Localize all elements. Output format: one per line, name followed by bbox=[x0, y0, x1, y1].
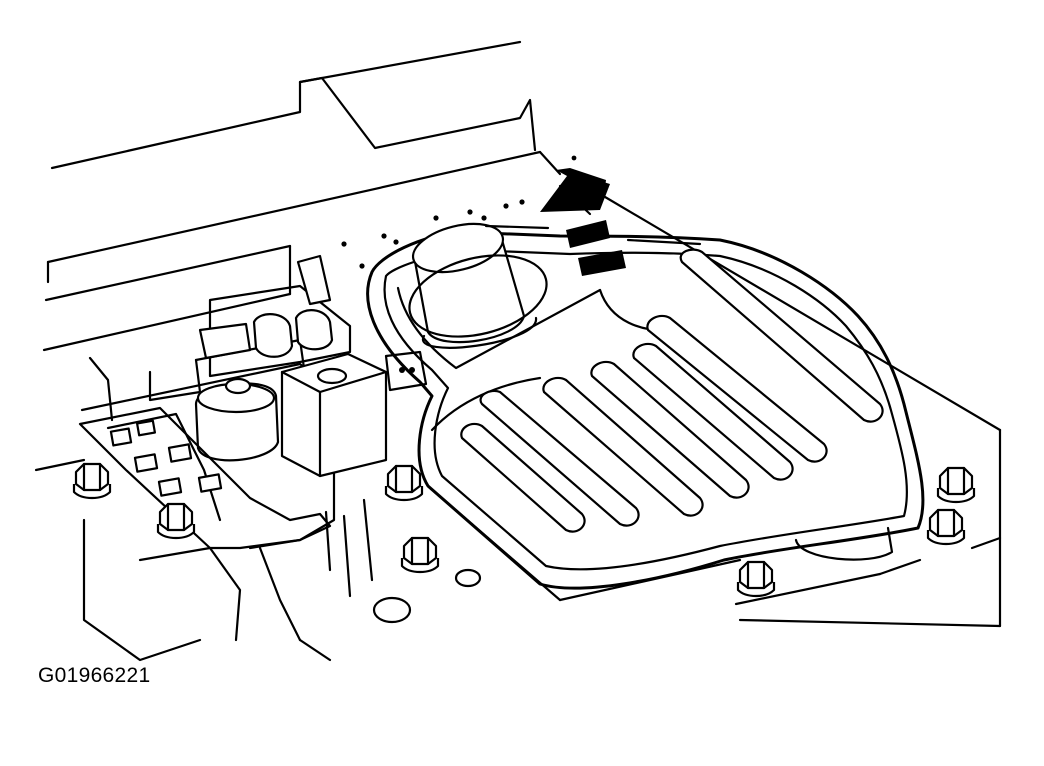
bolt-icon bbox=[936, 466, 976, 504]
bolt-icon bbox=[400, 536, 440, 574]
bolt-icon bbox=[72, 462, 112, 500]
bolt-icon bbox=[384, 464, 424, 502]
figure-code: G01966221 bbox=[38, 664, 151, 687]
valve-body bbox=[80, 254, 428, 662]
bolt-icon bbox=[736, 560, 776, 598]
oil-strainer bbox=[366, 222, 925, 590]
removal-direction bbox=[484, 168, 702, 276]
lower-housing bbox=[298, 486, 1002, 662]
transmission-housing bbox=[34, 40, 1002, 628]
bolts bbox=[72, 462, 976, 598]
bolt-icon bbox=[926, 508, 966, 546]
bolt-icon bbox=[156, 502, 196, 540]
separator-plate bbox=[78, 406, 332, 550]
